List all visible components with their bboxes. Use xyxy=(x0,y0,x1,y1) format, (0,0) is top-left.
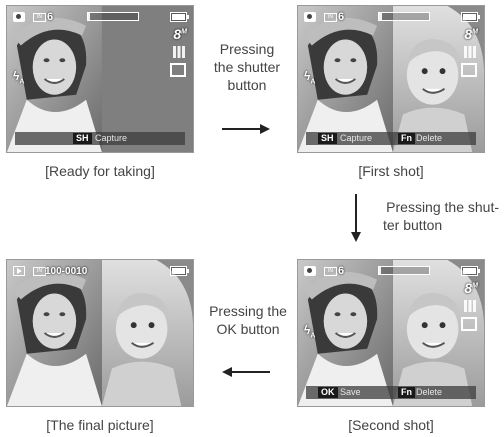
flash-icon: ϟA xyxy=(304,323,316,340)
fn-key-badge: Fn xyxy=(398,387,415,398)
shots-remaining: 6 xyxy=(338,265,345,277)
shots-remaining: 6 xyxy=(338,11,345,23)
save-label: Save xyxy=(340,387,361,397)
right-arrow-icon xyxy=(222,124,272,134)
file-number: 100-0010 xyxy=(45,266,88,277)
woman-photo xyxy=(7,260,102,406)
caption-final-picture: [The final picture] xyxy=(46,417,154,433)
quality-icon xyxy=(464,300,476,312)
shutter-key-badge: SH xyxy=(318,133,337,144)
metering-icon xyxy=(461,63,477,77)
key-guide-bar: SH Capture xyxy=(15,132,185,145)
key-guide-bar: OK Save Fn Delete xyxy=(306,386,476,399)
progress-fill xyxy=(379,13,382,20)
caption-second-shot: [Second shot] xyxy=(348,417,434,433)
battery-icon xyxy=(170,12,189,22)
capture-progress-bar xyxy=(378,12,430,21)
shutter-key-badge: SH xyxy=(73,133,92,144)
metering-icon xyxy=(461,317,477,331)
instruction-step-1: Pressing the shutter button xyxy=(213,41,281,93)
metering-icon xyxy=(170,63,186,77)
second-shot-screen: IN 6 8M ϟA OK Save Fn Delete xyxy=(297,259,485,407)
quality-icon xyxy=(464,46,476,58)
camera-mode-icon xyxy=(13,12,25,22)
quality-icon xyxy=(173,46,185,58)
fn-key-badge: Fn xyxy=(398,133,415,144)
camera-mode-icon xyxy=(304,12,316,22)
caption-ready: [Ready for taking] xyxy=(45,163,155,179)
key-guide-bar: SH Capture Fn Delete xyxy=(306,132,476,145)
memory-icon: IN xyxy=(33,13,46,22)
battery-icon xyxy=(461,12,480,22)
capture-label: Capture xyxy=(95,133,128,143)
capture-progress-bar xyxy=(378,266,430,275)
shots-remaining: 6 xyxy=(47,11,54,23)
capture-label: Capture xyxy=(340,133,373,143)
caption-first-shot: [First shot] xyxy=(358,163,424,179)
progress-fill xyxy=(379,267,381,274)
delete-label: Delete xyxy=(416,387,443,397)
down-arrow-icon xyxy=(351,194,361,244)
progress-fill xyxy=(88,13,90,20)
playback-mode-icon xyxy=(13,266,25,276)
child-photo xyxy=(101,260,193,406)
ready-screen: IN 6 8M ϟA SH Capture xyxy=(6,5,194,153)
battery-icon xyxy=(170,266,189,276)
memory-icon: IN xyxy=(33,267,46,276)
camera-mode-icon xyxy=(304,266,316,276)
final-picture-screen: IN 100-0010 xyxy=(6,259,194,407)
instruction-step-2: Pressing the shut- ter button xyxy=(383,199,499,233)
ok-key-badge: OK xyxy=(318,387,338,398)
instruction-step-3: Pressing the OK button xyxy=(209,303,287,337)
memory-icon: IN xyxy=(324,267,337,276)
first-shot-screen: IN 6 8M ϟA SH Capture Fn Delete xyxy=(297,5,485,153)
resolution-indicator: 8M xyxy=(464,26,478,42)
battery-icon xyxy=(461,266,480,276)
flash-icon: ϟA xyxy=(304,69,316,86)
resolution-indicator: 8M xyxy=(464,280,478,296)
empty-half xyxy=(101,6,193,152)
memory-icon: IN xyxy=(324,13,337,22)
capture-progress-bar xyxy=(87,12,139,21)
resolution-indicator: 8M xyxy=(173,26,187,42)
left-arrow-icon xyxy=(222,367,272,377)
woman-photo xyxy=(298,6,393,152)
flash-icon: ϟA xyxy=(13,69,25,86)
delete-label: Delete xyxy=(416,133,443,143)
